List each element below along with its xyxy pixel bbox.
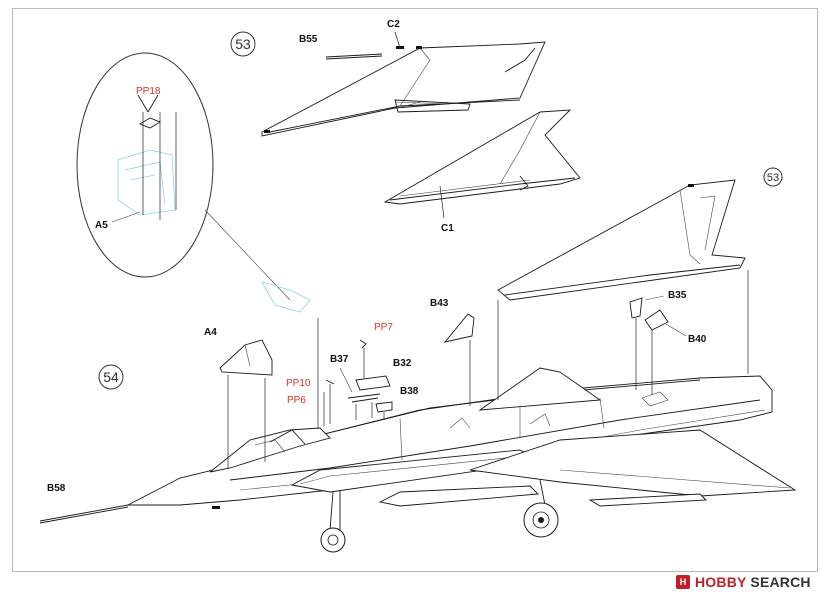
hobby-search-watermark: H HOBBY SEARCH [676, 572, 811, 592]
part-a4 [219, 339, 273, 468]
label-pp6: PP6 [287, 395, 306, 406]
label-b37: B37 [330, 354, 349, 365]
probe-part-b55 [325, 53, 383, 60]
label-c1: C1 [441, 223, 454, 234]
step-53-badge: 53 [230, 31, 256, 57]
canopy-clear-part [261, 281, 319, 428]
label-c2: C2 [387, 19, 400, 30]
label-b38: B38 [400, 386, 419, 397]
part-pp7 [359, 339, 367, 378]
part-b37 [347, 393, 381, 420]
label-b43: B43 [430, 298, 449, 309]
label-b32: B32 [393, 358, 412, 369]
part-b32 [355, 375, 391, 391]
label-a4: A4 [204, 327, 217, 338]
sheet-border [12, 8, 818, 572]
wing-part-c2 [261, 41, 546, 137]
part-b40 [644, 309, 669, 395]
hobby-search-logo-icon: H [676, 575, 690, 589]
label-b55: B55 [299, 34, 318, 45]
label-b58: B58 [47, 483, 66, 494]
step-53-badge-2: 53 [763, 167, 783, 187]
label-b35: B35 [668, 290, 687, 301]
label-pp18: PP18 [136, 86, 161, 97]
label-b40: B40 [688, 334, 707, 345]
label-pp7: PP7 [374, 322, 393, 333]
part-b35 [629, 297, 643, 390]
fin-part [497, 179, 746, 301]
svg-text:54: 54 [103, 369, 119, 385]
step-54-badge: 54 [98, 364, 124, 390]
part-pp10-pp6 [323, 379, 335, 426]
svg-text:53: 53 [767, 172, 779, 184]
label-pp10: PP10 [286, 378, 311, 389]
part-b38 [375, 401, 393, 420]
fuselage [39, 367, 797, 553]
canopy-detail-callout [76, 52, 291, 301]
wing-part-c1 [383, 109, 581, 205]
watermark-text: HOBBY SEARCH [695, 574, 811, 590]
label-a5: A5 [95, 220, 108, 231]
part-b43 [443, 313, 475, 406]
svg-text:53: 53 [235, 36, 251, 52]
